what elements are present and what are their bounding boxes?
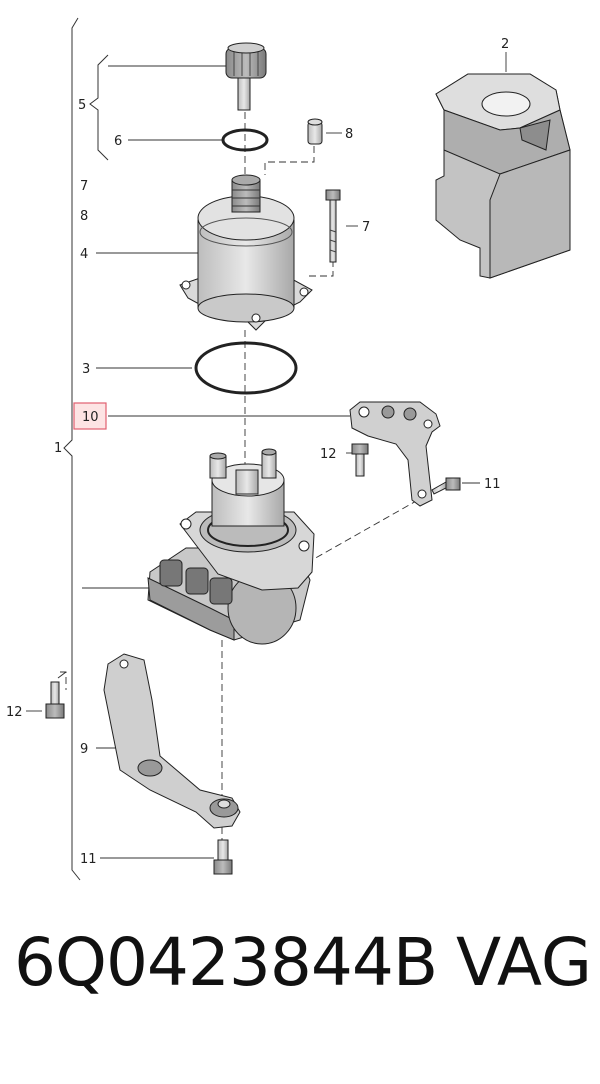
assembly-bracket: [63, 17, 81, 881]
part-10-bracket: [349, 401, 441, 507]
callout-labels: 1 2 3 4 5 6 7 8 8 7 10 12 11 12 9 11: [6, 37, 509, 867]
callout-5: 5: [78, 98, 86, 113]
leader-lines: [26, 52, 507, 859]
part-2-cover: [435, 73, 571, 279]
group-bracket-lower: [57, 671, 67, 679]
part-11-bolt-upper: [431, 477, 461, 495]
part-4-reservoir: [179, 174, 313, 331]
part-12-bolt-lower: [45, 681, 65, 719]
exploded-parts-diagram: 1 2 3 4 5 6 7 8 8 7 10 12 11 12 9 11: [6, 17, 571, 881]
part-11-bolt-lower: [213, 839, 233, 875]
brand: VAG: [456, 924, 593, 1001]
callout-6: 6: [114, 134, 122, 149]
group-bracket-5-6: [89, 54, 109, 161]
callout-2: 2: [501, 37, 509, 52]
callout-3: 3: [82, 362, 90, 377]
part-1-pump-motor: [147, 448, 315, 645]
part-9-bracket: [103, 653, 241, 829]
callout-7-right: 7: [362, 220, 370, 235]
part-7-bolt: [325, 189, 341, 263]
callout-11-lower: 11: [80, 852, 97, 867]
callout-4: 4: [80, 247, 88, 262]
callout-12-upper: 12: [320, 447, 337, 462]
part-6-o-ring: [221, 128, 269, 152]
callout-7-left: 7: [80, 179, 88, 194]
part-12-bolt-upper: [351, 443, 369, 477]
callout-10-highlight: [73, 402, 107, 430]
callout-8-left: 8: [80, 209, 88, 224]
callout-1: 1: [54, 441, 62, 456]
callout-8-right: 8: [345, 127, 353, 142]
part-3-seal-ring: [194, 341, 298, 395]
callout-11-upper: 11: [484, 477, 501, 492]
callout-12-lower: 12: [6, 705, 23, 720]
part-5-cap: [225, 42, 267, 111]
footer: 6Q0423844B VAG: [0, 930, 600, 1060]
part-number: 6Q0423844B: [14, 924, 438, 1001]
part-8-sleeve: [307, 118, 323, 145]
callout-9: 9: [80, 742, 88, 757]
callout-10: 10: [82, 410, 99, 425]
